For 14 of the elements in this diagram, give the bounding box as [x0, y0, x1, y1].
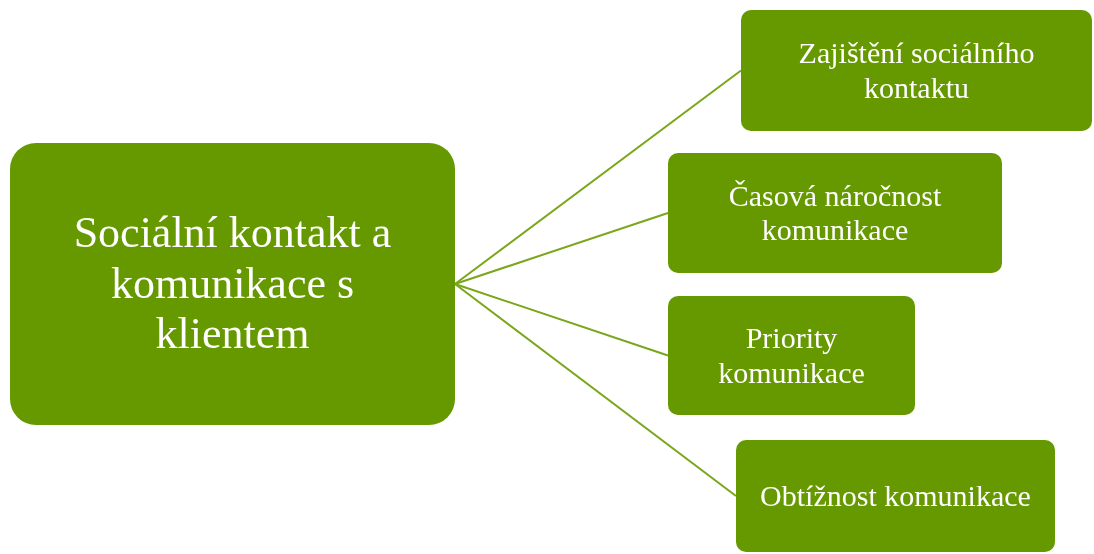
box-label: Priority komunikace [717, 321, 866, 390]
box-label: Zajištění sociálního kontaktu [797, 36, 1036, 105]
subtopic-box [668, 153, 1002, 273]
subtopic-box [741, 10, 1092, 131]
connector-line [454, 283, 737, 497]
connector-line [454, 283, 669, 357]
box-label: Obtížnost komunikace [760, 478, 1031, 514]
box-label: Časová náročnost komunikace [727, 178, 943, 248]
box-label: Sociální kontakt a komunikace s klientem [72, 208, 393, 360]
subtopic-box [668, 296, 915, 415]
connector-line [454, 69, 742, 285]
topic-box [10, 143, 455, 425]
subtopic-box [736, 440, 1055, 552]
connector-line [454, 212, 669, 285]
